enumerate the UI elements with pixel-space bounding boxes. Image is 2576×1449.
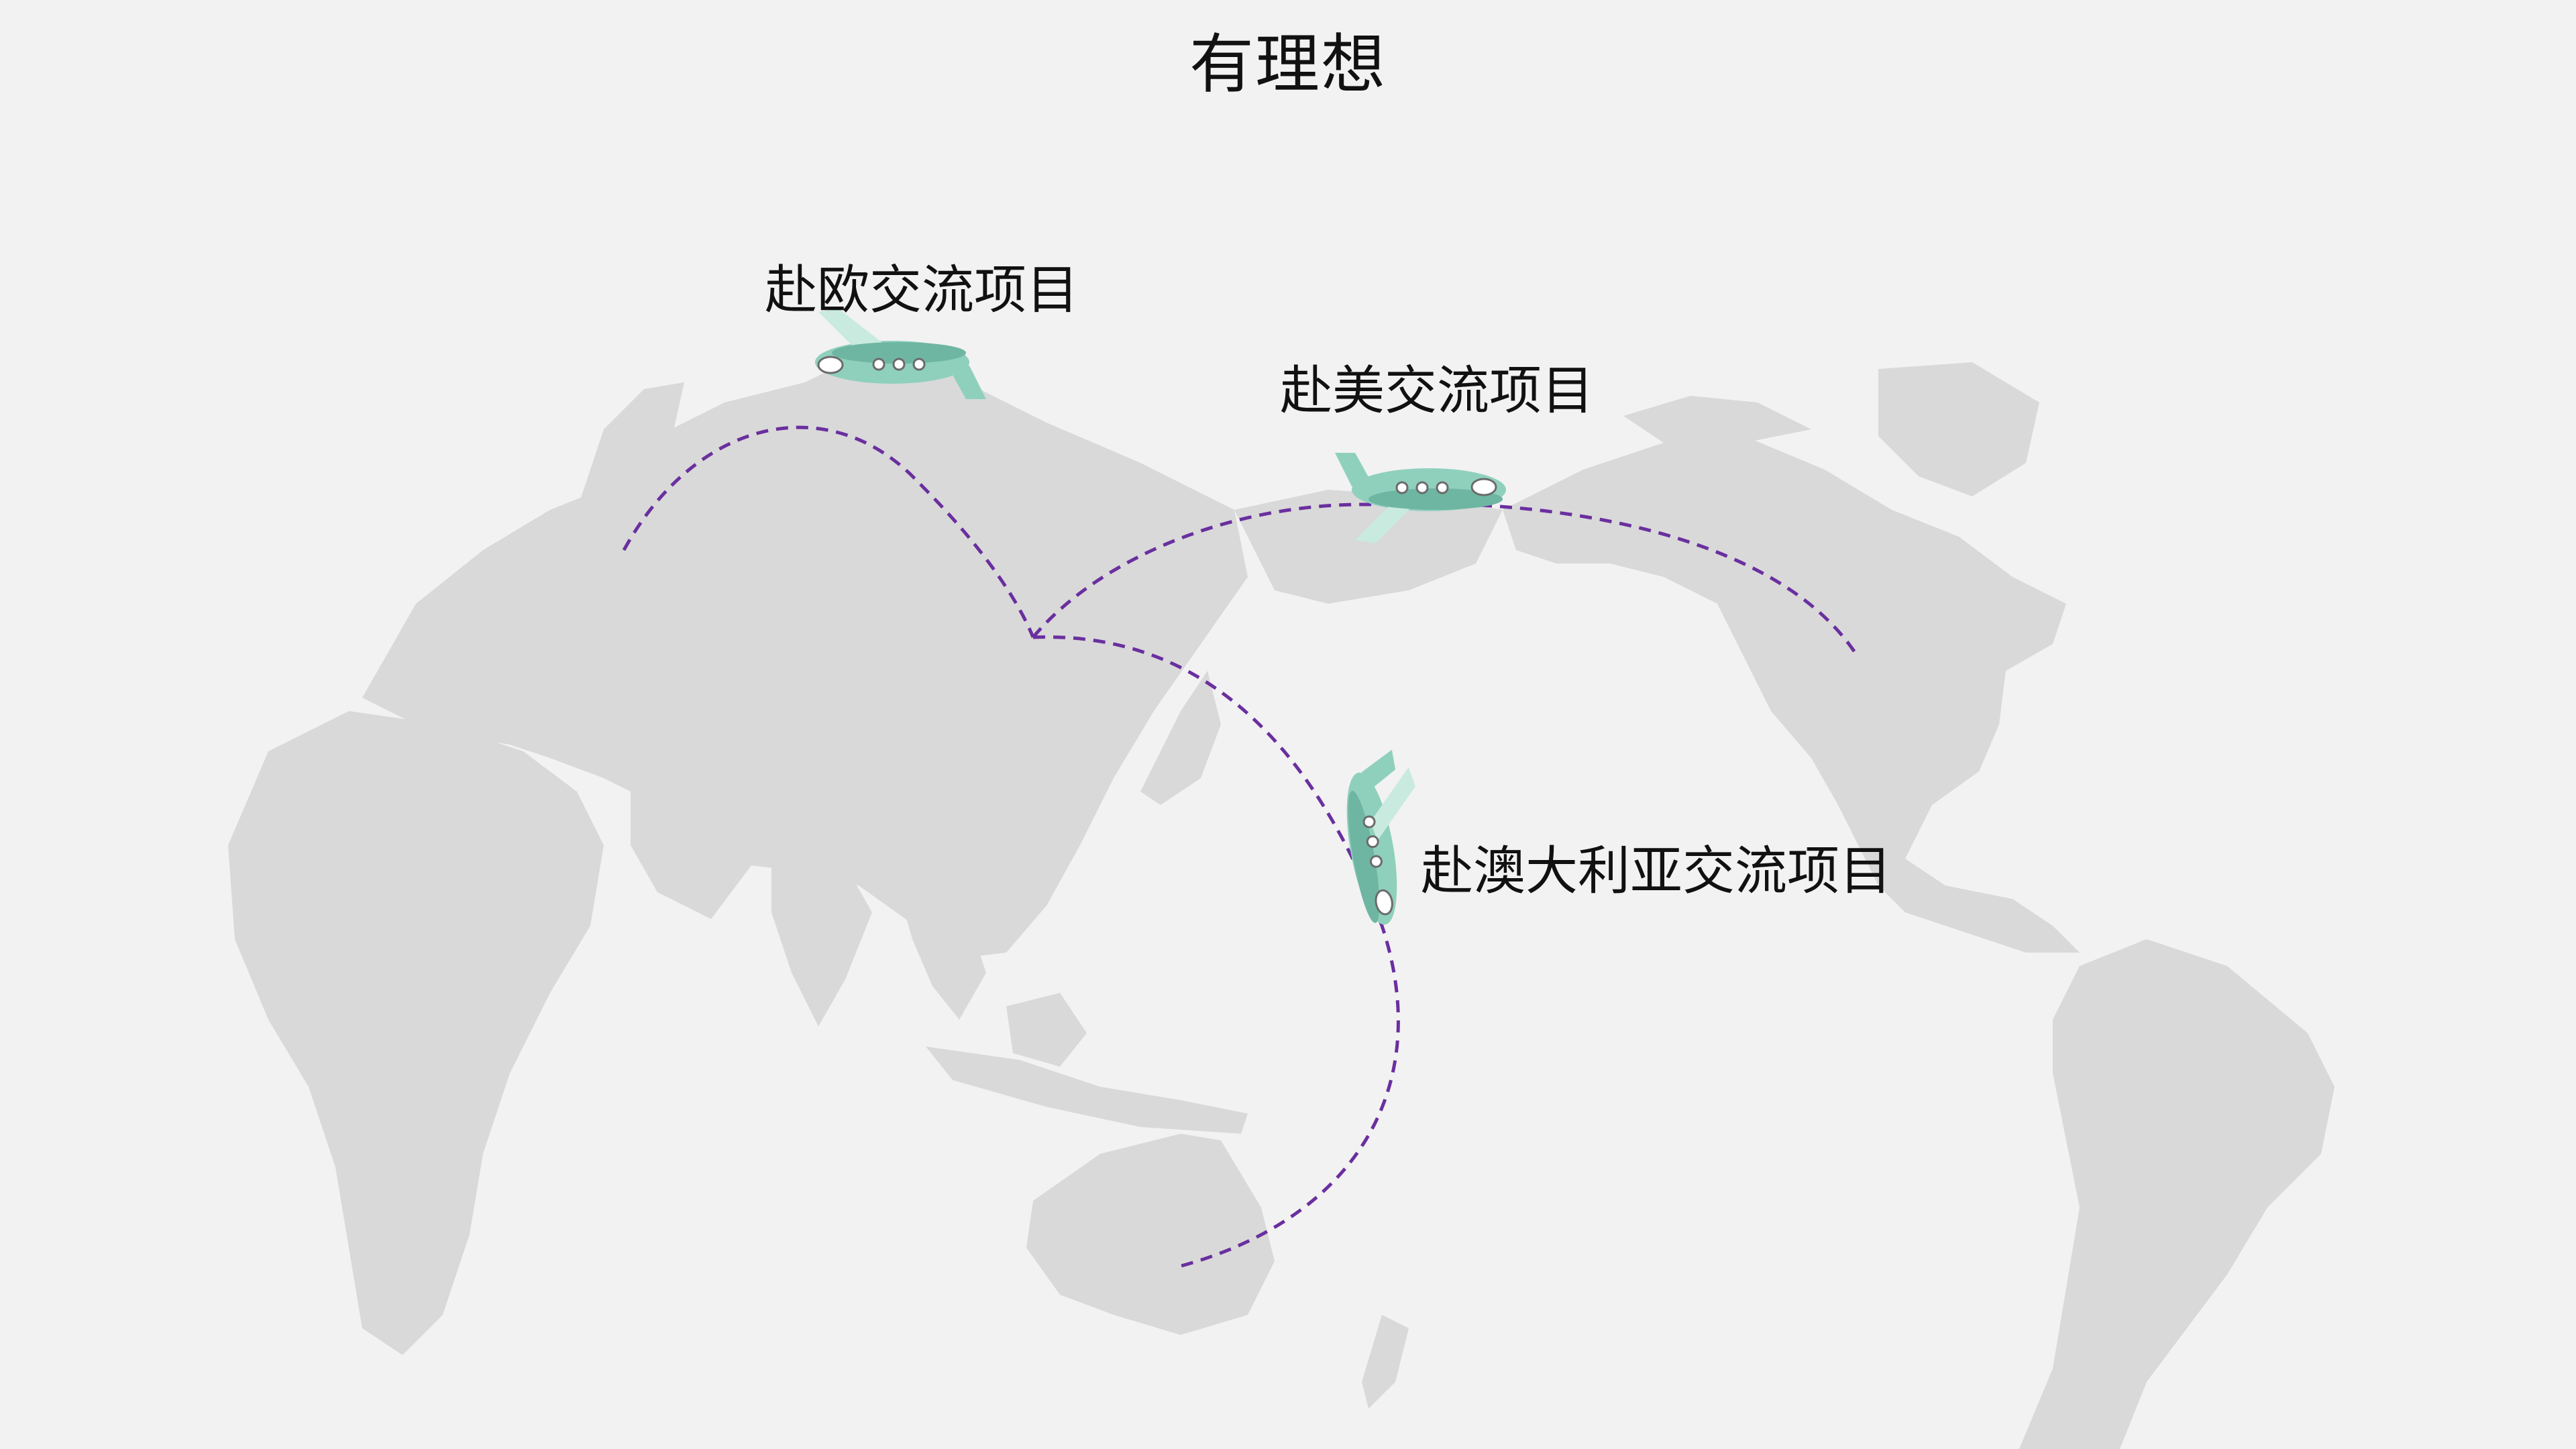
africa-landmass <box>228 711 604 1355</box>
india-landmass <box>771 845 872 1026</box>
borneo-island <box>1006 993 1087 1067</box>
slide-title: 有理想 <box>1189 27 1387 102</box>
route-label-australia: 赴澳大利亚交流项目 <box>1421 841 1892 902</box>
new-zealand-island <box>1362 1315 1409 1409</box>
arctic-islands <box>1623 396 1811 443</box>
route-america-line <box>1032 501 1860 659</box>
north-america-landmass <box>1503 436 2080 953</box>
indonesia-islands <box>926 1046 1248 1134</box>
route-label-europe: 赴欧交流项目 <box>765 260 1079 321</box>
route-australia-line <box>1032 635 1400 1270</box>
far-east-landmass <box>1234 490 1503 604</box>
scandinavia-landmass <box>577 382 684 510</box>
southeast-asia-landmass <box>899 892 986 1020</box>
plane-icon <box>1335 453 1506 543</box>
plane-icon <box>1346 749 1415 925</box>
arabia-landmass <box>631 792 751 919</box>
route-label-america: 赴美交流项目 <box>1280 361 1595 421</box>
south-america-landmass <box>2019 939 2334 1449</box>
route-europe-line <box>622 425 1035 638</box>
greenland-landmass <box>1878 362 2039 496</box>
japan-island <box>1140 671 1221 805</box>
australia-landmass <box>1026 1134 1275 1335</box>
plane-icon <box>815 309 986 399</box>
